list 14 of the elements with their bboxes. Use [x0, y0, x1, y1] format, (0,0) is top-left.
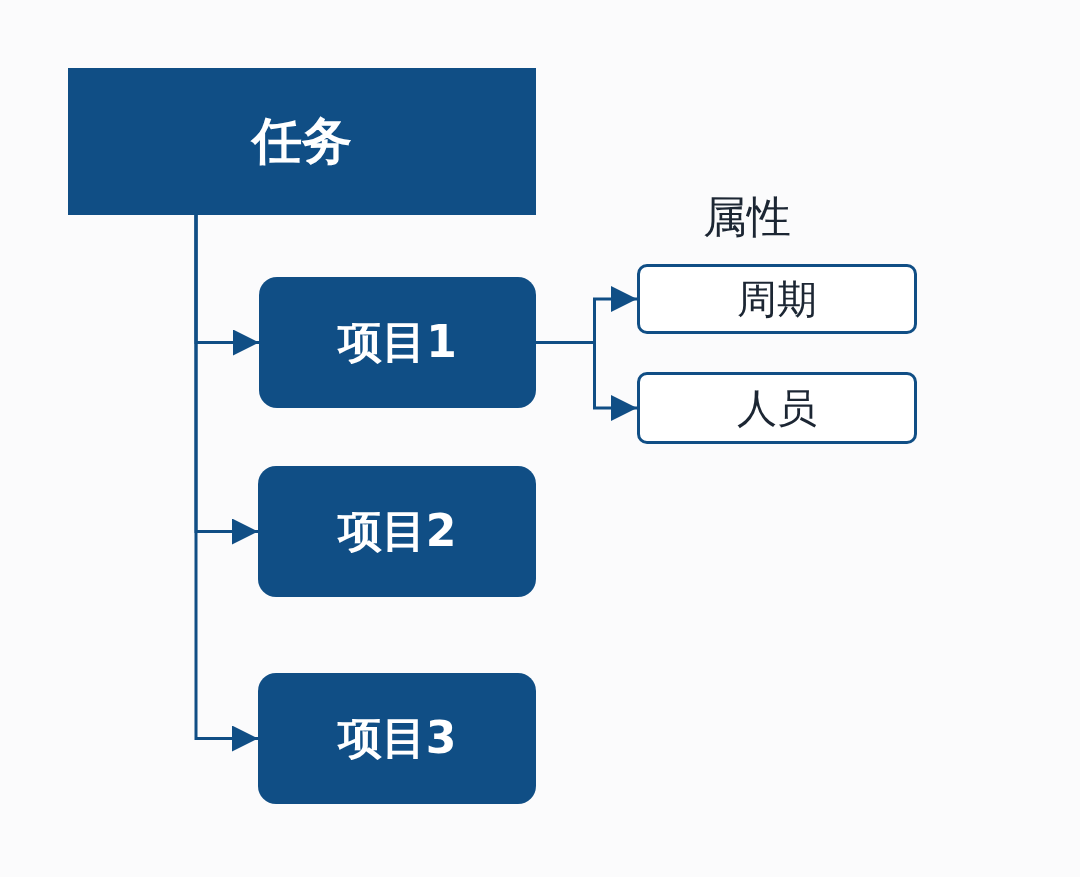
attribute-box	[637, 372, 917, 444]
node-label: 周期	[737, 274, 817, 324]
node-label: 人员	[737, 383, 817, 433]
project-box	[258, 466, 536, 597]
node-label: 项目2	[337, 504, 457, 558]
task-box	[68, 68, 536, 215]
project-box	[258, 673, 536, 804]
node-label: 项目3	[337, 711, 457, 765]
node-label: 项目1	[338, 315, 457, 369]
node-label: 任务	[252, 111, 352, 172]
project-box	[259, 277, 536, 408]
connector-arrow	[194, 215, 258, 752]
group-heading: 属性	[703, 190, 791, 244]
attribute-box	[637, 264, 917, 334]
